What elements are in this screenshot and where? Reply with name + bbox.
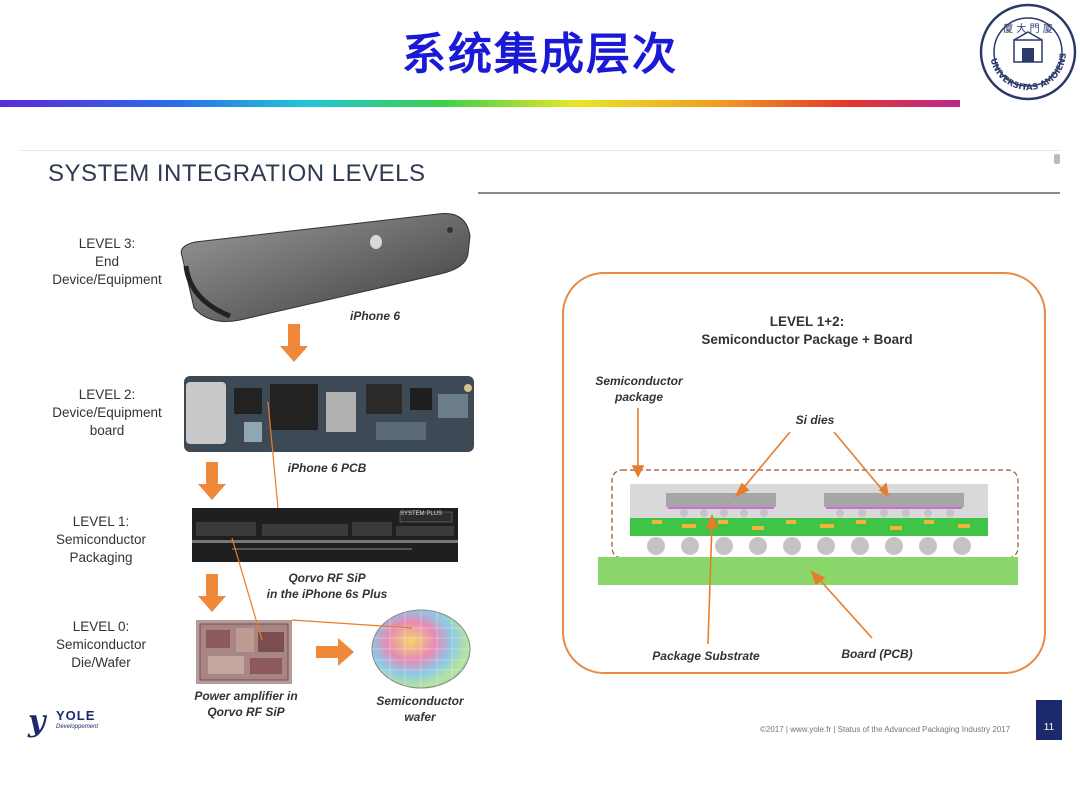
page-number: 11 <box>1043 722 1055 733</box>
corner-mark <box>1054 154 1060 164</box>
board-pcb-label: Board (PCB) <box>841 647 913 661</box>
page-title: 系统集成层次 <box>402 29 678 80</box>
footer-text: ©2017 | www.yole.fr | Status of the Adva… <box>760 725 1011 734</box>
page-number-tab: 11 <box>1036 700 1062 740</box>
pa-caption: Power amplifier in Qorvo RF SiP <box>194 689 298 719</box>
iphone-caption: iPhone 6 <box>349 309 400 323</box>
pcb-caption: iPhone 6 PCB <box>287 461 367 475</box>
arrow-board <box>817 577 873 639</box>
package-board-diagram-frame <box>562 272 1046 674</box>
top-thin-rule <box>20 150 1060 151</box>
arrow-si-die-right <box>833 431 885 493</box>
xray-watermark: SYSTEM PLUS <box>400 511 443 517</box>
package-substrate-label: Package Substrate <box>652 649 760 663</box>
si-die-left <box>666 493 776 507</box>
yole-y-icon: y <box>28 704 46 739</box>
arrow-package-substrate <box>707 521 713 645</box>
down-arrow-2-to-1 <box>198 462 226 500</box>
level-0-label: LEVEL 0: Semiconductor Die/Wafer <box>55 619 147 670</box>
yole-sub: Développement <box>56 724 99 730</box>
apple-logo-icon <box>370 235 382 249</box>
diagram-title: LEVEL 1+2: Semiconductor Package + Board <box>701 314 913 347</box>
down-arrow-1-to-0 <box>198 574 226 612</box>
board-pcb <box>598 557 1018 585</box>
yole-logo: y YOLE Développement <box>28 704 98 739</box>
rainbow-divider <box>0 100 960 107</box>
title-underline <box>478 192 1060 194</box>
slide-title: SYSTEM INTEGRATION LEVELS <box>48 160 426 187</box>
yole-name: YOLE <box>56 708 96 723</box>
seal-top-text: 厦 大 門 廈 <box>1003 22 1053 35</box>
iphone-pcb-image <box>184 376 474 452</box>
level-1-label: LEVEL 1: Semiconductor Packaging <box>55 514 147 565</box>
solder-balls <box>647 537 971 555</box>
wafer-caption: Semiconductor wafer <box>376 694 464 724</box>
package-outline <box>611 469 1019 559</box>
right-arrow-die-to-wafer <box>316 638 354 666</box>
si-die-right <box>824 493 964 507</box>
level-3-label: LEVEL 3: End Device/Equipment <box>52 236 162 287</box>
down-arrow-3-to-2 <box>280 324 308 362</box>
semiconductor-package-label: Semiconductor package <box>595 374 683 404</box>
arrow-si-die-left <box>739 431 791 493</box>
iphone-image <box>180 212 471 322</box>
level-2-label: LEVEL 2: Device/Equipment board <box>52 387 162 438</box>
qorvo-sip-xray-image <box>192 508 458 562</box>
semiconductor-wafer-image <box>371 609 471 689</box>
power-amplifier-die-image <box>196 620 292 684</box>
si-dies-label: Si dies <box>795 413 835 427</box>
university-seal-logo: UNIVERSITAS AMOIENSIS 厦 大 門 廈 <box>978 2 1077 101</box>
sip-caption: Qorvo RF SiP in the iPhone 6s Plus <box>266 571 388 601</box>
